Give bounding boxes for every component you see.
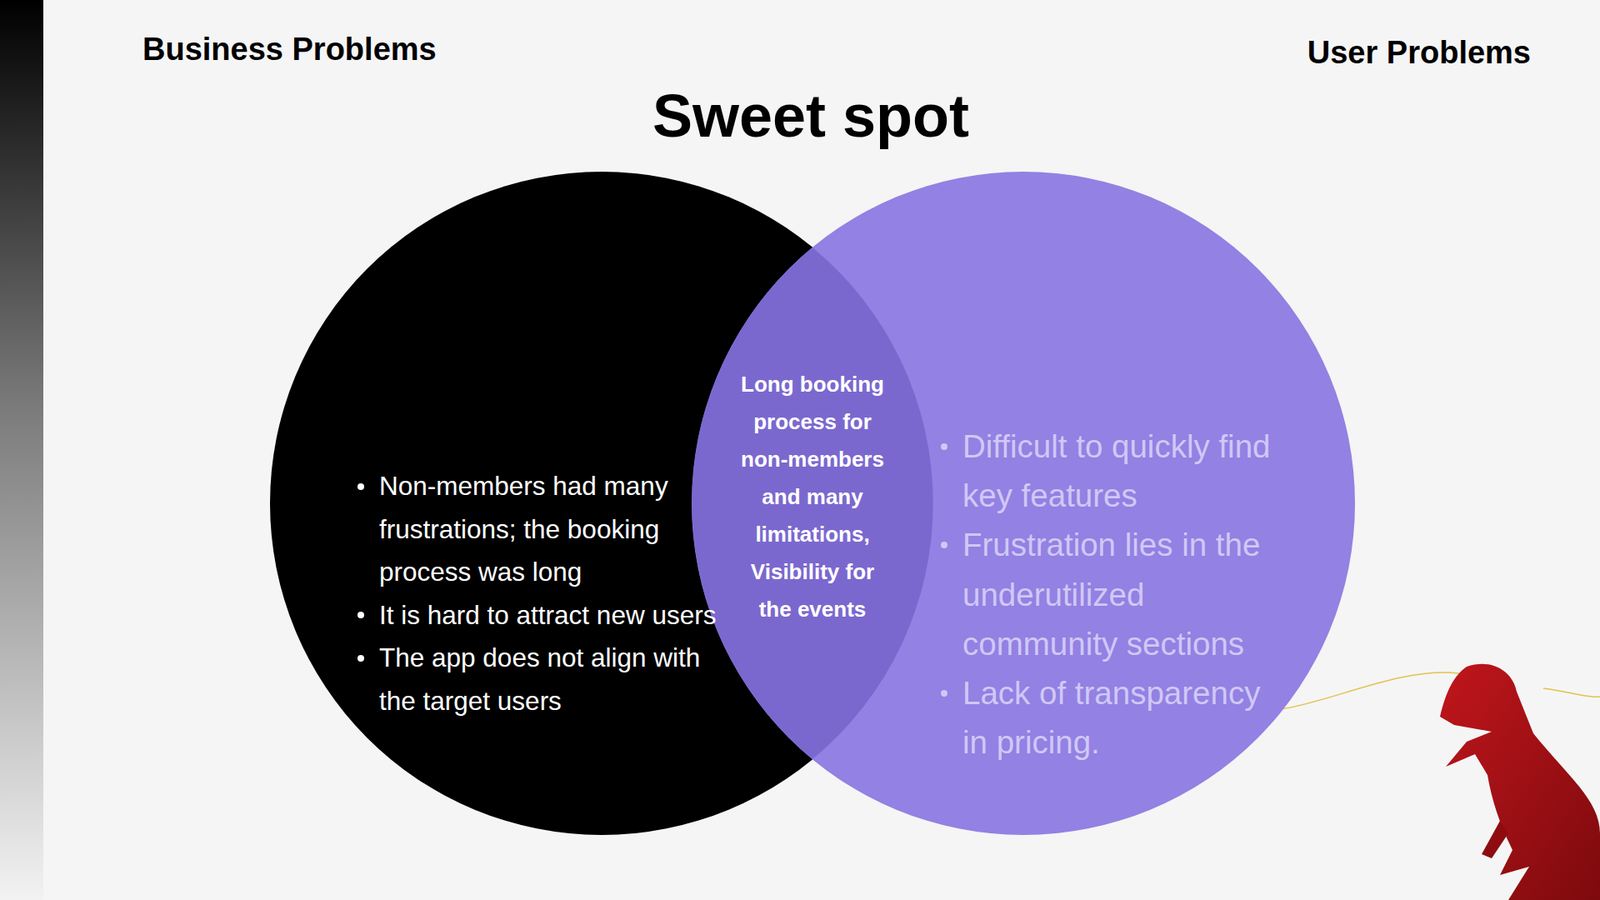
overlap-text: Long booking process for non-members and…: [740, 365, 885, 629]
label-holder: User Problems: [1307, 35, 1531, 71]
leash-line: [1280, 672, 1460, 710]
circle-shape: [691, 171, 1355, 835]
leash-line: [1543, 688, 1600, 697]
text-block: Non-members had many frustrations; the b…: [379, 465, 717, 723]
title: Sweet spot: [0, 83, 1600, 150]
text-block: Long booking process for non-members and…: [740, 365, 885, 629]
bullet-item: Difficult to quickly find key features: [962, 421, 1284, 520]
overlap-lens: Long booking process for non-members and…: [691, 247, 934, 760]
label-holder: Business Problems: [142, 31, 437, 68]
bullet-item: It is hard to attract new users: [379, 594, 717, 638]
section-heading: Business Problems: [142, 31, 437, 68]
lens-shape: [691, 247, 933, 760]
side-bar: [0, 0, 44, 900]
circle-shape: [270, 171, 934, 835]
bullet-item: The app does not align with the target u…: [379, 636, 717, 723]
bullet-item: Frustration lies in the underutilized co…: [962, 520, 1284, 669]
dinosaur-figure: [1440, 664, 1600, 900]
dinosaur-arm: [1481, 820, 1509, 859]
section-heading: User Problems: [1307, 35, 1531, 71]
bullet-item: Non-members had many frustrations; the b…: [379, 465, 717, 595]
title-holder: Sweet spot: [0, 83, 1600, 150]
text-block: Difficult to quickly find key featuresFr…: [962, 421, 1284, 768]
bullet-item: Lack of transparency in pricing.: [962, 668, 1284, 767]
